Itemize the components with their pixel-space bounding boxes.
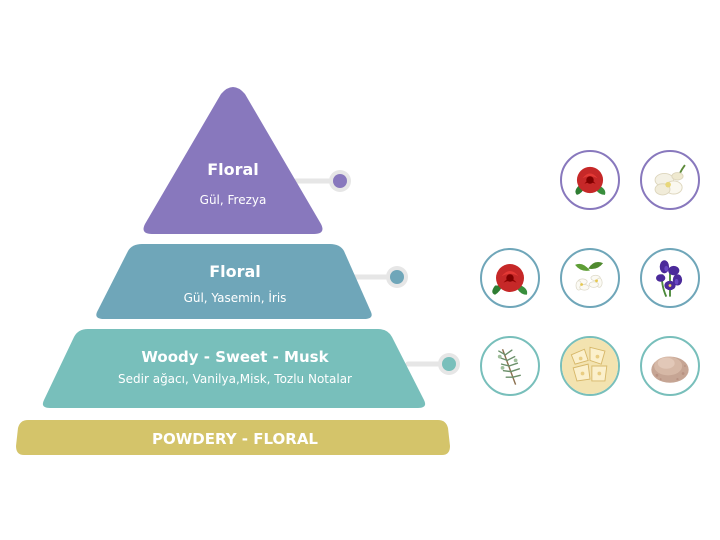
tier-base-title: Woody - Sweet - Musk [141,348,329,366]
rose-icon [560,150,620,210]
rose-icon [480,248,540,308]
tier-top-text: Floral Gül, Frezya [150,160,316,207]
pyramid-footer-band [16,420,450,455]
iris-icon [640,248,700,308]
tier-top-notes: Gül, Frezya [199,193,267,207]
pyramid-tier-middle [96,244,372,319]
footer-label: POWDERY - FLORAL [152,430,318,448]
connector-dot-base [442,357,456,371]
powder-icon [640,336,700,396]
jasmine-icon [560,248,620,308]
tier-top-title: Floral [207,160,259,179]
connector-dot-middle [390,270,404,284]
cedar-icon [480,336,540,396]
connector-dot-top [333,174,347,188]
connector-dots [329,170,460,375]
pyramid-tier-top [143,87,323,234]
tier-middle-title: Floral [209,262,261,281]
vanilla-icon [560,336,620,396]
freesia-icon [640,150,700,210]
pyramid-tier-base [42,329,426,408]
tier-base-text: Woody - Sweet - Musk Sedir ağacı, Vanily… [60,348,410,386]
tier-middle-notes: Gül, Yasemin, İris [183,291,287,305]
tier-middle-text: Floral Gül, Yasemin, İris [110,262,360,305]
tier-base-notes: Sedir ağacı, Vanilya,Misk, Tozlu Notalar [118,372,352,386]
